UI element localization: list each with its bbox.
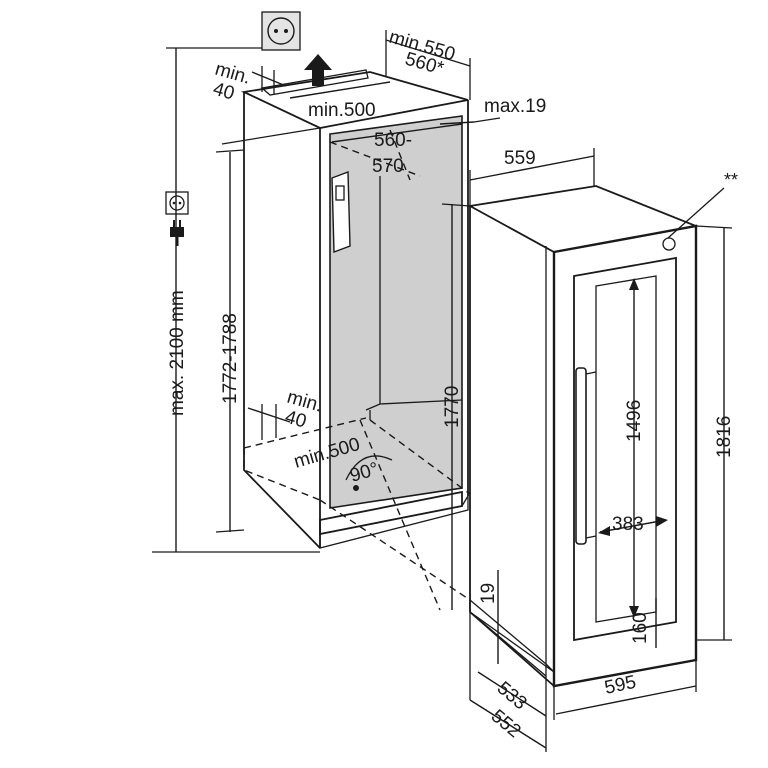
airflow-arrow-icon	[304, 54, 332, 86]
label-appliance-height: 1816	[714, 416, 735, 458]
appliance	[467, 185, 700, 688]
status-indicator	[662, 237, 676, 251]
label-note-marker: **	[724, 170, 738, 190]
label-glass-height: 1496	[624, 400, 645, 442]
label-niche-width-b: 570	[372, 156, 404, 177]
power-socket-small-icon	[165, 191, 189, 215]
label-handle-offset: 383	[612, 514, 644, 535]
niche-cabinet	[240, 69, 471, 611]
dimension-lines	[152, 30, 733, 752]
door-handle	[575, 367, 587, 545]
label-vent-bottom-gap-value: 40	[283, 407, 309, 433]
label-outlet-height: max. 2100 mm	[167, 290, 188, 416]
power-socket-icon	[261, 11, 301, 51]
label-niche-width-a: 560-	[374, 130, 412, 151]
label-door-offset: max.19	[484, 96, 546, 117]
label-vent-top-gap-value: 40	[211, 79, 237, 105]
label-niche-height: 1772-1788	[220, 313, 241, 404]
label-plinth-offset: 19	[478, 583, 499, 604]
label-vent-top-width: min.500	[308, 100, 376, 121]
power-plug-icon	[170, 220, 184, 246]
hinge-bracket	[331, 170, 351, 254]
label-appliance-height-inner: 1770	[442, 386, 463, 428]
label-appliance-depth-top: 559	[504, 148, 536, 169]
label-bottom-gap: 160	[630, 612, 651, 644]
